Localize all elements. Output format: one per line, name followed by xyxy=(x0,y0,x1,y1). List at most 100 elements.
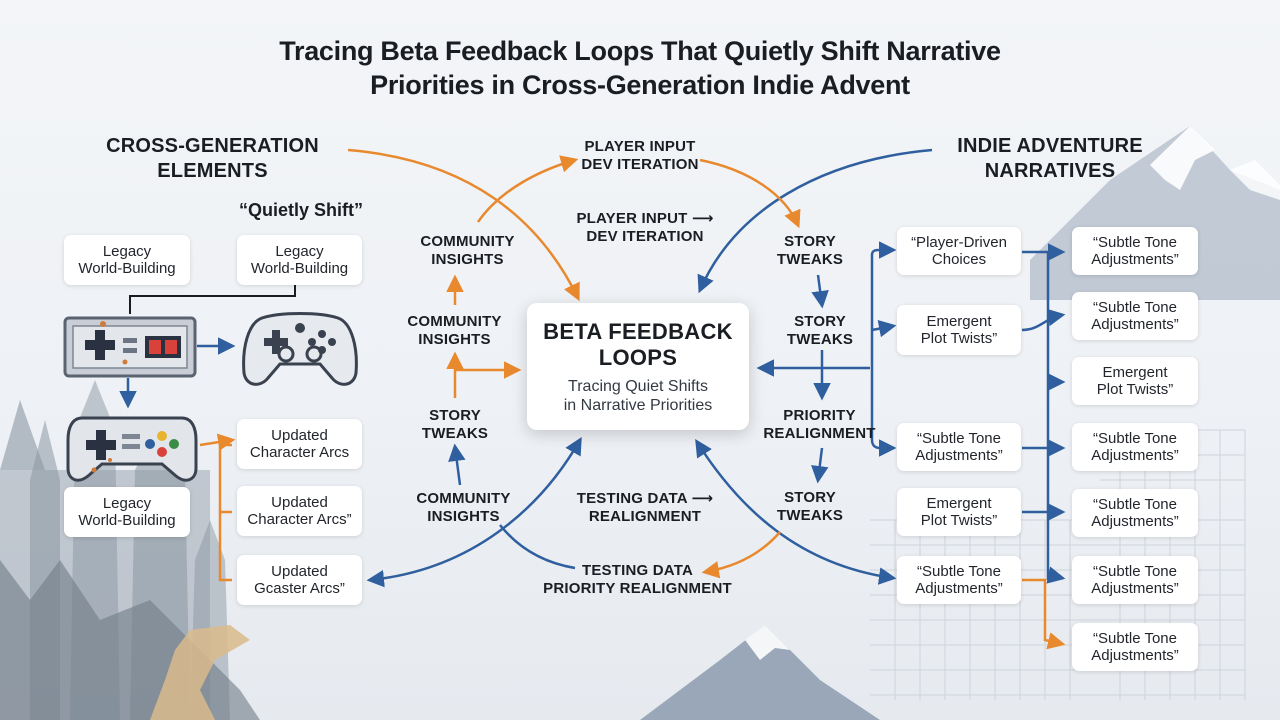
flow-line: INSIGHTS xyxy=(418,331,491,348)
label-story-tweaks-left: STORY TWEAKS xyxy=(400,407,510,443)
label-story-tweaks-r1: STORY TWEAKS xyxy=(760,233,860,269)
card-line: Choices xyxy=(931,251,987,268)
card-line: Adjustments” xyxy=(1091,513,1179,530)
card-line: Emergent xyxy=(926,495,992,512)
card-line: Legacy xyxy=(102,243,152,260)
flow-line: DEV ITERATION xyxy=(586,228,704,245)
flow-line: REALIGNMENT xyxy=(588,508,702,525)
heading-line: CROSS-GENERATION xyxy=(106,135,319,157)
flow-line: TESTING DATA xyxy=(581,562,693,579)
label-story-tweaks-r2: STORY TWEAKS xyxy=(770,313,870,349)
title-line-1: Tracing Beta Feedback Loops That Quietly… xyxy=(279,36,1001,66)
card-line: Plot Twists” xyxy=(920,512,998,529)
flow-line: TWEAKS xyxy=(776,251,844,268)
flow-line: COMMUNITY xyxy=(416,490,511,507)
modern-controller-icon xyxy=(242,312,358,386)
flow-line: STORY xyxy=(794,313,846,330)
card-updated-gcaster-arcs[interactable]: Updated Gcaster Arcs” xyxy=(237,555,362,605)
card-line: Adjustments” xyxy=(1091,447,1179,464)
center-title: BETA FEEDBACK LOOPS xyxy=(543,319,733,371)
card-right-emergent[interactable]: Emergent Plot Twists” xyxy=(1072,357,1198,405)
card-updated-character-arcs-1[interactable]: Updated Character Arcs xyxy=(237,419,362,469)
flow-line: TWEAKS xyxy=(776,507,844,524)
center-subtitle: Tracing Quiet Shifts in Narrative Priori… xyxy=(564,377,712,415)
card-line: Emergent xyxy=(926,313,992,330)
card-line: “Subtle Tone xyxy=(1093,299,1177,316)
flow-line: PLAYER INPUT xyxy=(584,138,696,155)
label-community-insights-2: COMMUNITY INSIGHTS xyxy=(387,313,522,349)
card-line: Character Arcs xyxy=(249,444,350,461)
card-right-subtle-7[interactable]: “Subtle Tone Adjustments” xyxy=(1072,623,1198,671)
card-line: “Subtle Tone xyxy=(917,563,1001,580)
heading-line: INDIE ADVENTURE xyxy=(957,135,1143,157)
card-subtle-tone-adjustments-1[interactable]: “Subtle Tone Adjustments” xyxy=(897,423,1021,471)
card-line: Gcaster Arcs” xyxy=(254,580,345,597)
card-right-subtle-6[interactable]: “Subtle Tone Adjustments” xyxy=(1072,556,1198,604)
card-line: Adjustments” xyxy=(915,447,1003,464)
label-priority-realignment: PRIORITY REALIGNMENT xyxy=(762,407,877,443)
flow-line: PRIORITY REALIGNMENT xyxy=(543,580,732,597)
card-updated-character-arcs-2[interactable]: Updated Character Arcs” xyxy=(237,486,362,536)
flow-line: REALIGNMENT xyxy=(763,425,876,442)
flow-line: TESTING DATA ⟶ xyxy=(576,490,714,507)
card-subtle-tone-adjustments-2[interactable]: “Subtle Tone Adjustments” xyxy=(897,556,1021,604)
card-line: Plot Twists” xyxy=(1096,381,1174,398)
card-line: Emergent xyxy=(1102,364,1168,381)
card-line: Legacy xyxy=(275,243,324,260)
bottom-mountain xyxy=(640,625,880,720)
card-line: Legacy xyxy=(102,495,152,512)
card-right-subtle-5[interactable]: “Subtle Tone Adjustments” xyxy=(1072,489,1198,537)
card-line: World-Building xyxy=(250,260,349,277)
center-sub-line: Tracing Quiet Shifts xyxy=(568,377,708,395)
flow-line: COMMUNITY xyxy=(407,313,502,330)
card-line: Adjustments” xyxy=(1091,316,1179,333)
center-sub-line: in Narrative Priorities xyxy=(563,396,713,414)
flow-line: STORY xyxy=(429,407,481,424)
card-line: “Player-Driven xyxy=(911,234,1007,251)
label-story-tweaks-r3: STORY TWEAKS xyxy=(760,489,860,525)
card-emergent-plot-twists-2[interactable]: Emergent Plot Twists” xyxy=(897,488,1021,536)
center-title-line: BETA FEEDBACK xyxy=(543,318,733,344)
flow-line: COMMUNITY xyxy=(420,233,515,250)
card-line: Adjustments” xyxy=(1091,580,1179,597)
heading-line: ELEMENTS xyxy=(157,160,268,182)
flow-line: STORY xyxy=(784,233,836,250)
card-line: “Subtle Tone xyxy=(1093,430,1177,447)
card-line: Adjustments” xyxy=(1091,251,1179,268)
card-line: World-Building xyxy=(78,512,176,529)
card-right-subtle-4[interactable]: “Subtle Tone Adjustments” xyxy=(1072,423,1198,471)
card-player-driven-choices[interactable]: “Player-Driven Choices xyxy=(897,227,1021,275)
card-line: World-Building xyxy=(78,260,176,277)
card-right-subtle-1[interactable]: “Subtle Tone Adjustments” xyxy=(1072,227,1198,275)
card-line: Adjustments” xyxy=(915,580,1003,597)
card-line: “Subtle Tone xyxy=(917,430,1001,447)
card-legacy-world-building-1[interactable]: Legacy World-Building xyxy=(64,235,190,285)
card-right-subtle-2[interactable]: “Subtle Tone Adjustments” xyxy=(1072,292,1198,340)
card-emergent-plot-twists-1[interactable]: Emergent Plot Twists” xyxy=(897,305,1021,355)
label-community-insights-1: COMMUNITY INSIGHTS xyxy=(400,233,535,269)
card-line: Character Arcs” xyxy=(247,511,352,528)
flow-line: PRIORITY xyxy=(783,407,856,424)
flow-line: PLAYER INPUT ⟶ xyxy=(576,210,714,227)
center-beta-feedback-loops[interactable]: BETA FEEDBACK LOOPS Tracing Quiet Shifts… xyxy=(527,303,749,430)
flow-line: TWEAKS xyxy=(421,425,489,442)
card-line: Updated xyxy=(271,427,328,444)
title-line-2: Priorities in Cross-Generation Indie Adv… xyxy=(370,70,910,100)
heading-cross-generation: CROSS-GENERATION ELEMENTS xyxy=(95,134,330,184)
flow-line: INSIGHTS xyxy=(427,508,500,525)
card-line: Adjustments” xyxy=(1091,647,1179,664)
card-line: “Subtle Tone xyxy=(1093,563,1177,580)
card-line: “Subtle Tone xyxy=(1093,496,1177,513)
flow-line: DEV ITERATION xyxy=(581,156,699,173)
label-testing-data-bottom: TESTING DATA PRIORITY REALIGNMENT xyxy=(535,562,740,598)
pixel-gamepad-icon xyxy=(66,416,198,482)
card-line: “Subtle Tone xyxy=(1093,630,1177,647)
card-legacy-world-building-3[interactable]: Legacy World-Building xyxy=(64,487,190,537)
heading-indie-adventure: INDIE ADVENTURE NARRATIVES xyxy=(930,134,1170,184)
card-legacy-world-building-2[interactable]: Legacy World-Building xyxy=(237,235,362,285)
page-title: Tracing Beta Feedback Loops That Quietly… xyxy=(140,34,1140,102)
quietly-shift-label: “Quietly Shift” xyxy=(238,200,363,220)
flow-line: TWEAKS xyxy=(786,331,854,348)
label-community-insights-3: COMMUNITY INSIGHTS xyxy=(396,490,531,526)
forest-path xyxy=(150,625,250,720)
